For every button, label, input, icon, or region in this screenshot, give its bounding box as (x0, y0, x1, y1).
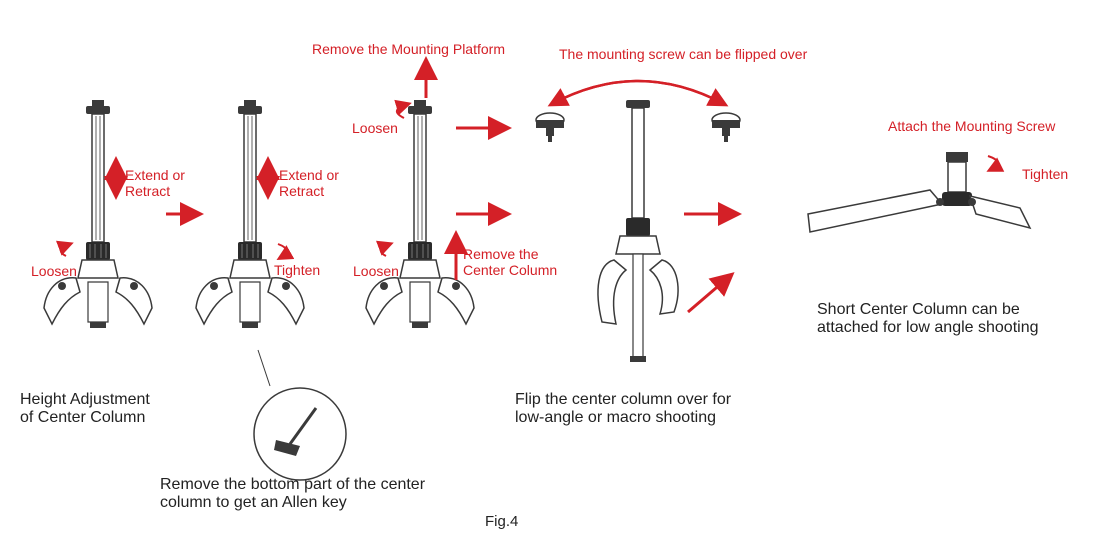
mounting-screw-icon (711, 112, 741, 143)
extend-retract-label: Extend or Retract (279, 167, 339, 199)
tripod-icon (43, 99, 153, 329)
remove-platform-label: Remove the Mounting Platform (312, 41, 505, 57)
tripod-icon (597, 100, 679, 362)
figure-caption: Fig.4 (485, 513, 519, 530)
rotate-arrow-icon (55, 240, 74, 257)
mounting-screw-icon (535, 112, 565, 143)
loosen-label: Loosen (31, 263, 77, 279)
tripod-icon (195, 99, 305, 329)
remove-column-label: Remove the Center Column (463, 246, 558, 278)
tripod-icon (807, 152, 1032, 233)
rotate-arrow-icon (276, 243, 295, 260)
flip-column-caption: Flip the center column over for low-angl… (515, 391, 732, 426)
rotate-arrow-icon (394, 99, 412, 119)
height-adjust-caption: Height Adjustment of Center Column (20, 391, 150, 426)
loosen-label: Loosen (353, 263, 399, 279)
short-column-caption: Short Center Column can be attached for … (817, 301, 1039, 336)
arrow-icon (687, 272, 735, 314)
rotate-arrow-icon (375, 240, 394, 257)
tighten-label: Tighten (274, 262, 321, 278)
attach-screw-label: Attach the Mounting Screw (888, 118, 1056, 134)
allen-key-caption: Remove the bottom part of the center col… (160, 476, 426, 511)
allen-key-icon (274, 407, 318, 456)
tighten-label: Tighten (1022, 166, 1069, 182)
rotate-arrow-icon (986, 155, 1005, 172)
extend-retract-label: Extend or Retract (125, 167, 185, 199)
flip-screw-label: The mounting screw can be flipped over (559, 46, 808, 62)
loosen-label: Loosen (352, 120, 398, 136)
